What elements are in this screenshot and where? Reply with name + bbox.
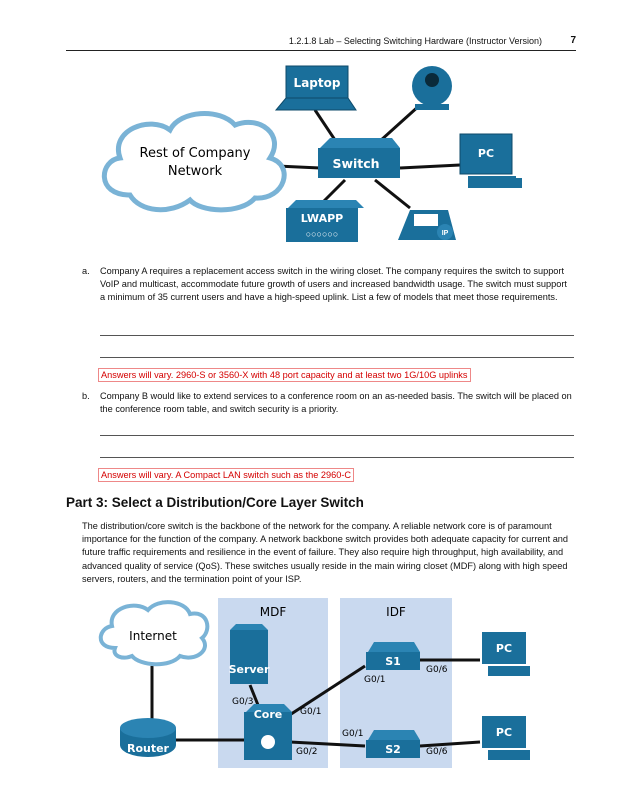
idf-zone (340, 598, 452, 768)
server-label: Server (229, 663, 270, 676)
answer-line (100, 457, 574, 458)
router-label: Router (127, 742, 170, 755)
answer-line (100, 335, 574, 336)
question-a-label: a. (82, 266, 90, 276)
svg-text:○○○○○○: ○○○○○○ (306, 229, 339, 239)
core-switch-icon: Core (244, 704, 292, 760)
cloud-label-1: Rest of Company (140, 146, 251, 161)
router-icon: Router (120, 718, 176, 757)
access-point-icon: LWAPP ○○○○○○ (286, 200, 364, 242)
page-header: 1.2.1.8 Lab – Selecting Switching Hardwa… (66, 34, 576, 51)
laptop-icon: Laptop (274, 65, 357, 111)
question-b-text: Company B would like to extend services … (100, 391, 572, 415)
header-title: 1.2.1.8 Lab – Selecting Switching Hardwa… (288, 36, 542, 46)
pc-icon: PC (482, 716, 530, 760)
s2-switch-icon: S2 (366, 730, 420, 758)
ip-phone-icon: IP (398, 210, 456, 240)
section-paragraph: The distribution/core switch is the back… (82, 521, 569, 584)
port-label: G0/3 (232, 697, 253, 707)
access-network-diagram: Rest of Company Network Laptop Switch PC… (101, 65, 522, 242)
s2-label: S2 (385, 743, 401, 756)
s1-label: S1 (385, 655, 401, 668)
port-label: G0/6 (426, 747, 448, 757)
cloud-label-2: Network (168, 164, 223, 179)
webcam-icon (412, 66, 452, 110)
mdf-label: MDF (260, 605, 287, 619)
idf-label: IDF (386, 605, 406, 619)
switch-icon: Switch (318, 138, 400, 178)
question-a-text: Company A requires a replacement access … (100, 266, 567, 303)
svg-text:LWAPP: LWAPP (301, 212, 343, 225)
port-label: G0/2 (296, 747, 317, 757)
mdf-zone (218, 598, 328, 768)
cloud-icon: Rest of Company Network (101, 111, 287, 213)
svg-text:Laptop: Laptop (294, 76, 341, 90)
port-label: G0/6 (426, 665, 448, 675)
s1-switch-icon: S1 (366, 642, 420, 670)
answer-line (100, 357, 574, 358)
pc2-label: PC (496, 726, 512, 739)
internet-cloud-icon: Internet (98, 600, 210, 667)
svg-text:Switch: Switch (332, 156, 379, 171)
server-icon: Server (229, 624, 270, 684)
answer-line (100, 435, 574, 436)
port-label: G0/1 (342, 729, 363, 739)
pc1-label: PC (496, 642, 512, 655)
core-label: Core (254, 708, 283, 721)
internet-label: Internet (129, 629, 177, 643)
pc-icon: PC (459, 133, 522, 188)
page-number: 7 (570, 35, 576, 46)
pc-icon: PC (482, 632, 530, 676)
port-label: G0/1 (364, 675, 385, 685)
question-b-label: b. (82, 391, 90, 401)
svg-text:IP: IP (442, 230, 449, 237)
svg-text:PC: PC (478, 147, 494, 160)
answer-a: Answers will vary. 2960-S or 3560-X with… (98, 368, 471, 382)
section-heading: Part 3: Select a Distribution/Core Layer… (66, 495, 364, 510)
port-label: G0/1 (300, 707, 321, 717)
answer-b: Answers will vary. A Compact LAN switch … (98, 468, 355, 482)
